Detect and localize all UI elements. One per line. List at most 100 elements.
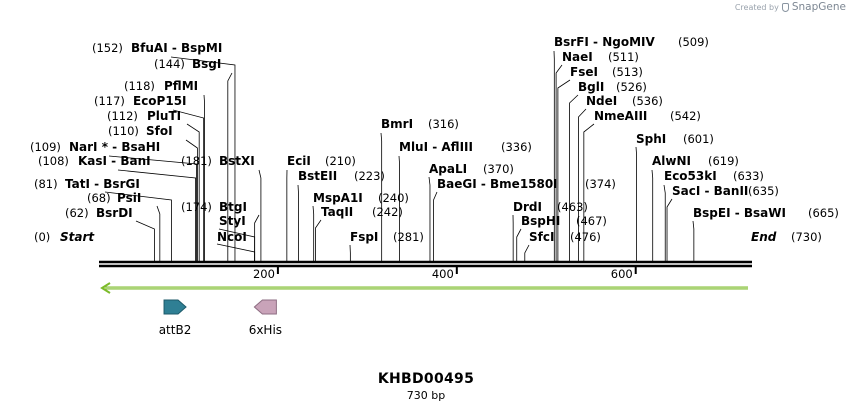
feature-arrow[interactable] (163, 299, 187, 315)
cut-site-label[interactable]: MspA1I (313, 191, 363, 205)
watermark-brand: SnapGene (791, 1, 846, 13)
sequence-backbone (99, 260, 752, 268)
cut-site-label[interactable]: PflMI (164, 79, 198, 93)
cut-site-line (666, 198, 673, 261)
cut-site-position: (633) (733, 169, 764, 183)
cut-site-label[interactable]: BspEI - BsaWI (693, 206, 786, 220)
cut-site-position: (62) (65, 206, 89, 220)
cut-site-label[interactable]: PsiI (117, 191, 141, 205)
cut-site-line (186, 123, 200, 261)
cut-site-label[interactable]: Eco53kI (664, 169, 717, 183)
cut-site-line (156, 205, 161, 261)
cut-site-label[interactable]: NarI * - BsaHI (69, 140, 160, 154)
cut-site-label[interactable]: BspHI (521, 214, 560, 228)
watermark-created-by: Created by (734, 2, 779, 12)
cut-site-position: (118) (124, 79, 155, 93)
cut-site-label[interactable]: SacI - BanII (672, 184, 748, 198)
cut-site-line (557, 79, 571, 261)
plasmid-length: 730 bp (406, 389, 446, 402)
cut-site-label[interactable]: Start (60, 230, 95, 244)
cut-site-label[interactable]: TaqII (321, 205, 353, 219)
cut-site-position: (536) (632, 94, 663, 108)
cut-site-label[interactable]: End (751, 230, 777, 244)
cut-site-position: (0) (34, 230, 50, 244)
cut-site-position: (174) (181, 200, 212, 214)
cut-site-line (315, 219, 322, 261)
cut-site-label[interactable]: NmeAIII (594, 109, 647, 123)
feature-label: 6xHis (249, 323, 282, 337)
cut-site-label[interactable]: BmrI (381, 117, 413, 131)
feature-label: attB2 (159, 323, 192, 337)
cut-site-position: (509) (678, 35, 709, 49)
cut-site-position: (635) (748, 184, 779, 198)
cut-site-position: (108) (38, 154, 69, 168)
cut-site-position: (665) (808, 206, 839, 220)
cut-site-label[interactable]: KasI - BanI (78, 154, 151, 168)
cut-site-position: (619) (708, 154, 739, 168)
strand-arrow (100, 282, 748, 294)
cut-site-position: (526) (616, 80, 647, 94)
cut-site-label[interactable]: SfcI (529, 230, 554, 244)
cut-site-label[interactable]: EciI (287, 154, 311, 168)
cut-site-position: (281) (393, 230, 424, 244)
cut-site-line (663, 184, 666, 261)
cut-site-position: (513) (612, 65, 643, 79)
cut-site-position: (336) (501, 140, 532, 154)
cut-site-label[interactable]: NcoI (217, 230, 247, 244)
cut-site-label[interactable]: AlwNI (652, 154, 691, 168)
cut-site-line (555, 64, 563, 261)
cut-site-position: (109) (30, 140, 61, 154)
cut-site-position: (542) (670, 109, 701, 123)
cut-site-line (583, 123, 595, 261)
cut-site-labels: Start(0)BsrDI(62)PsiI(68)TatI - BsrGI(81… (30, 35, 839, 244)
cut-site-label[interactable]: BsgI (192, 57, 221, 71)
cut-site-line (104, 191, 172, 261)
cut-site-label[interactable]: ApaLI (429, 162, 467, 176)
cut-site-label[interactable]: FseI (570, 65, 598, 79)
cut-site-line (569, 94, 579, 261)
cut-site-label[interactable]: MluI - AflIII (399, 140, 473, 154)
ruler-tick-label: 200 (253, 267, 275, 281)
cut-site-position: (152) (92, 41, 123, 55)
cut-site-label[interactable]: BtgI (219, 200, 247, 214)
cut-site-label[interactable]: BaeGI - Bme1580I (437, 177, 558, 191)
cut-site-line (254, 214, 260, 261)
cut-site-line (312, 205, 315, 261)
cut-site-label[interactable]: EcoP15I (133, 94, 187, 108)
cut-site-position: (476) (570, 230, 601, 244)
cut-site-position: (242) (372, 205, 403, 219)
cut-site-label[interactable]: NaeI (562, 50, 593, 64)
cut-site-position: (68) (87, 191, 111, 205)
cut-site-position: (511) (608, 50, 639, 64)
ruler-tick-label: 600 (611, 267, 633, 281)
cut-site-label[interactable]: BfuAI - BspMI (131, 41, 222, 55)
cut-site-line (185, 139, 198, 261)
cut-site-label[interactable]: NdeI (586, 94, 617, 108)
cut-site-label[interactable]: BglI (578, 80, 604, 94)
cut-site-position: (730) (791, 230, 822, 244)
cut-site-label[interactable]: FspI (350, 230, 378, 244)
cut-site-label[interactable]: BstEII (298, 169, 337, 183)
cut-site-line (398, 155, 400, 261)
cut-site-label[interactable]: TatI - BsrGI (65, 177, 140, 191)
cut-site-line (692, 220, 695, 261)
cut-site-line (380, 132, 383, 261)
cut-site-label[interactable]: BstXI (219, 154, 255, 168)
cut-site-label[interactable]: SfoI (146, 124, 173, 138)
strand-arrow-head (100, 282, 111, 294)
features-track: attB2 6xHis (159, 299, 282, 337)
cut-site-label[interactable]: DrdI (513, 200, 542, 214)
cut-site-line (203, 94, 205, 261)
cut-site-label[interactable]: StyI (219, 214, 246, 228)
cut-site-position: (240) (378, 191, 409, 205)
cut-site-line (578, 108, 587, 261)
cut-site-label[interactable]: BsrFI - NgoMIV (554, 35, 655, 49)
cut-site-label[interactable]: PluTI (147, 109, 181, 123)
cut-site-label[interactable]: SphI (636, 132, 666, 146)
cut-site-line (258, 169, 262, 261)
cut-site-label[interactable]: BsrDI (96, 206, 133, 220)
cut-site-line (216, 243, 256, 261)
cut-site-line (651, 169, 654, 261)
feature-arrow[interactable] (253, 299, 277, 315)
